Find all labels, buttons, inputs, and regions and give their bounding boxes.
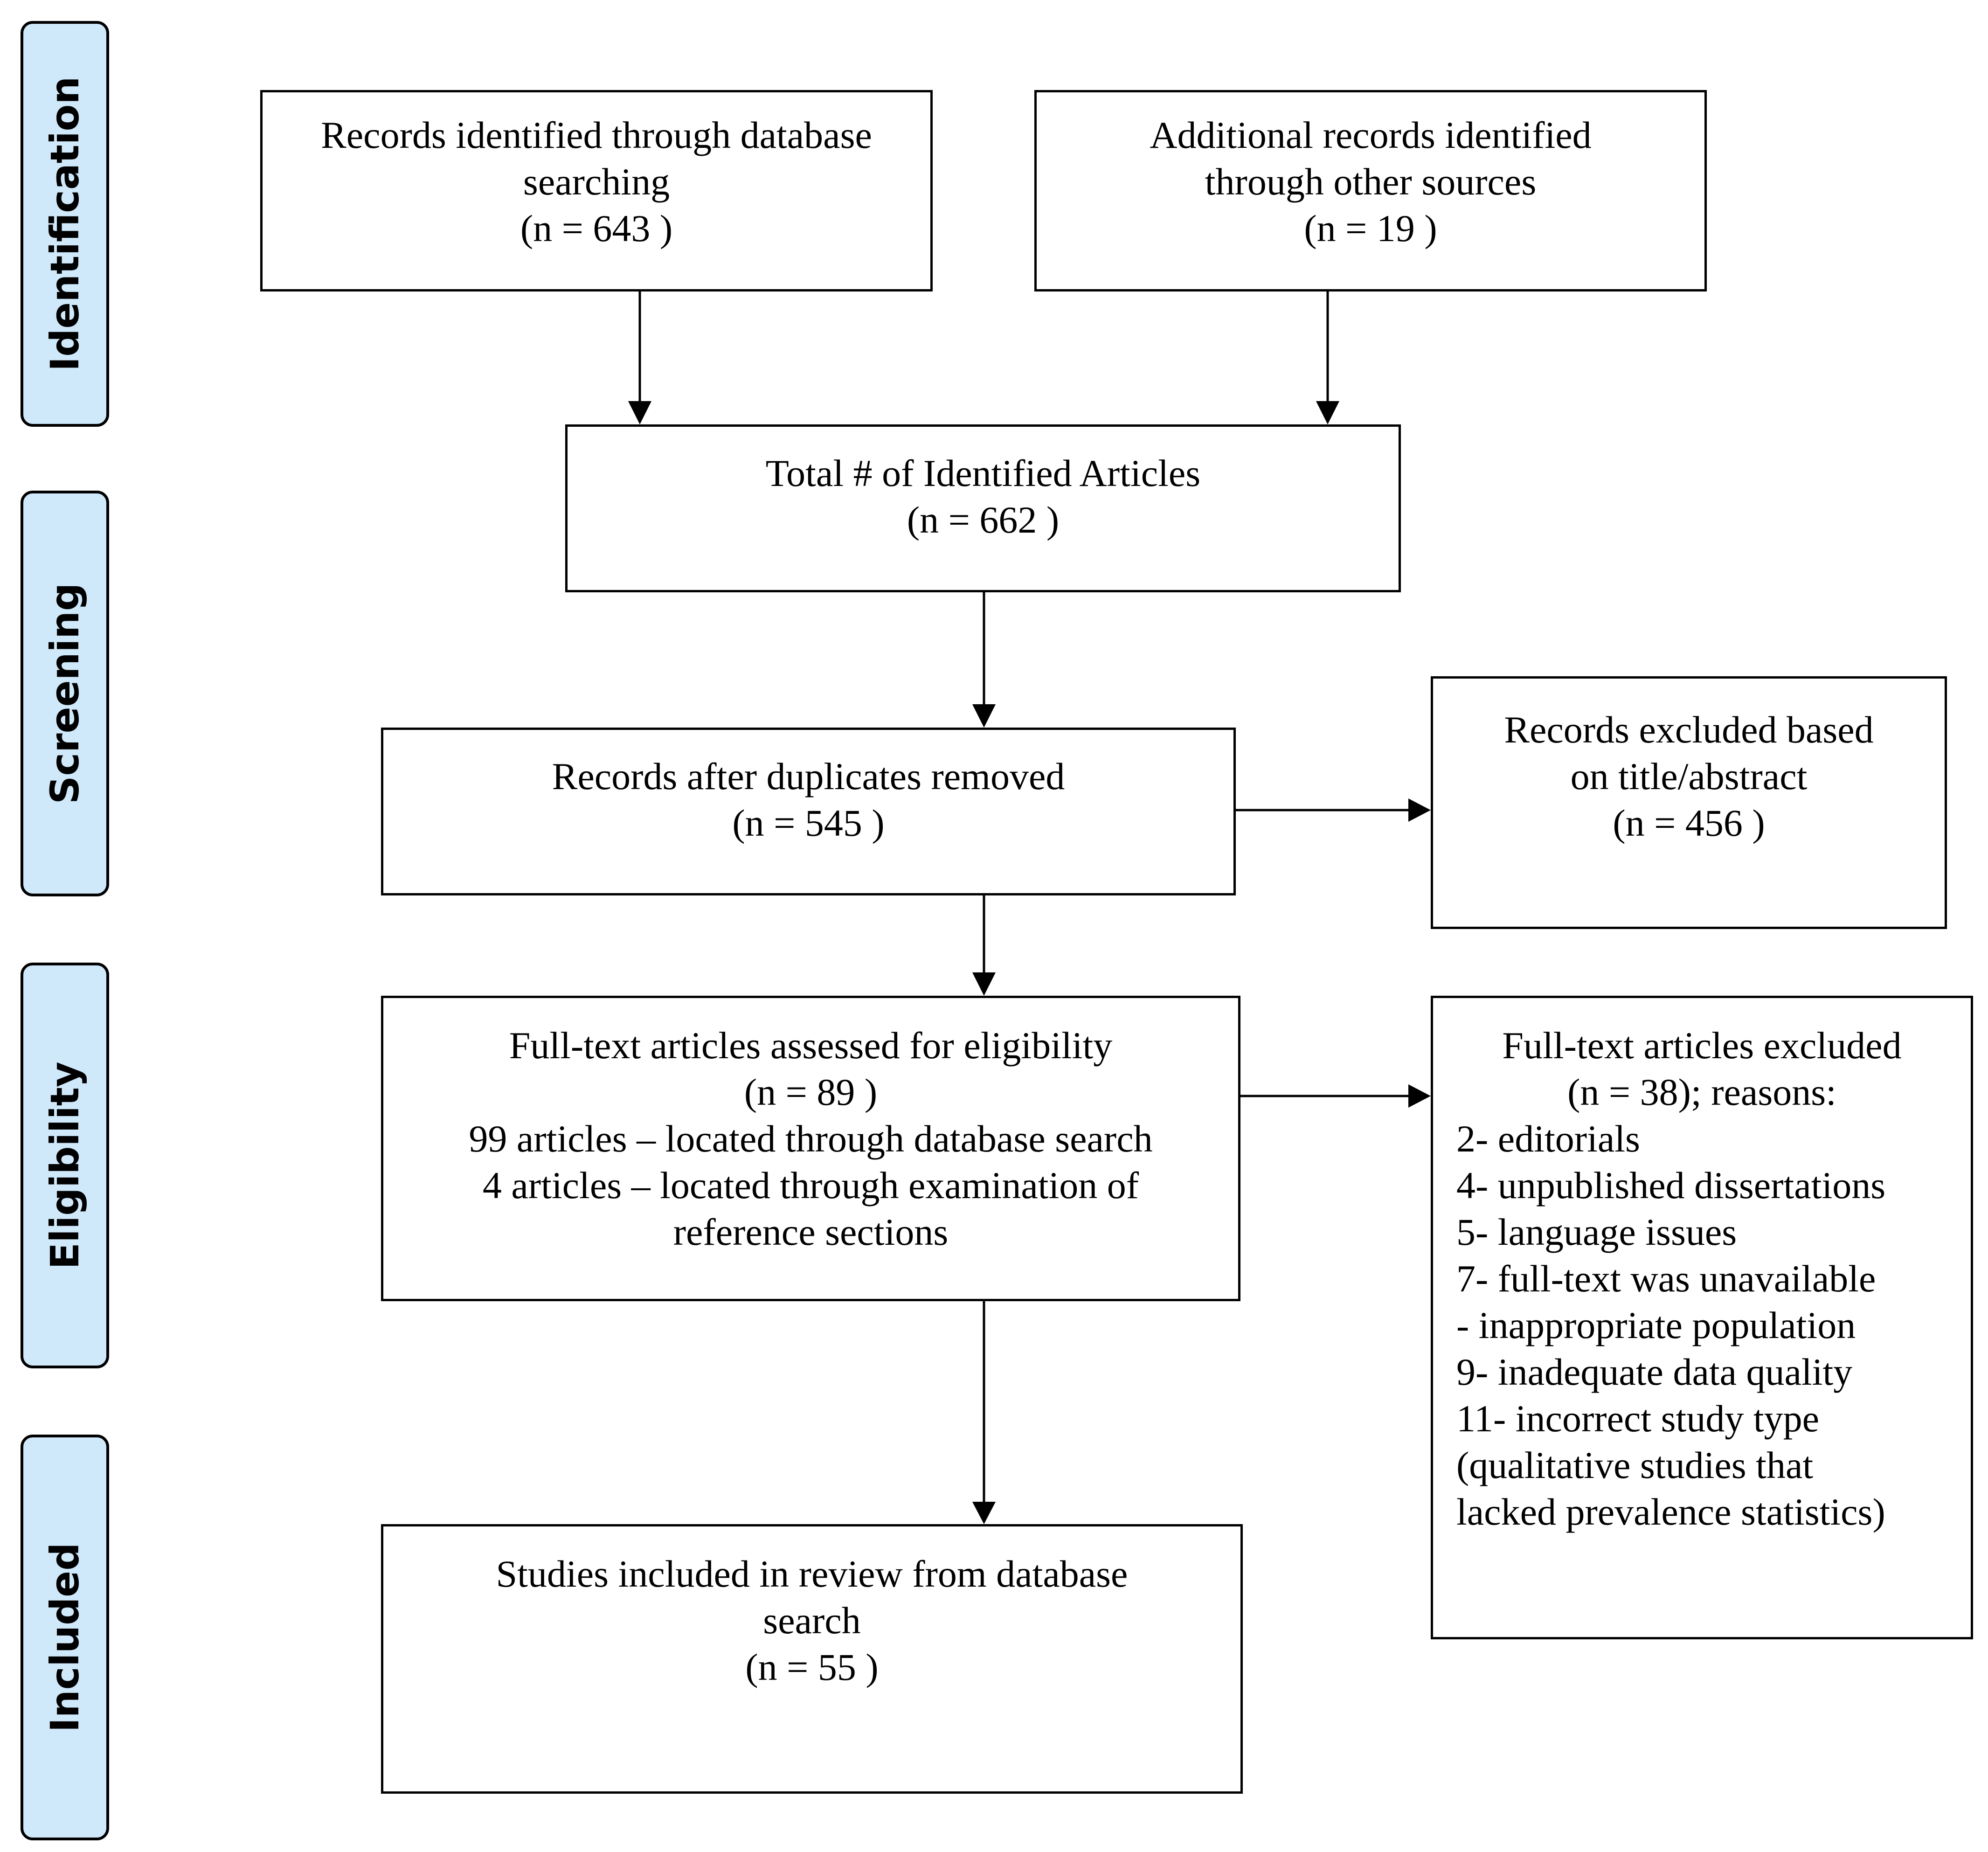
after-duplicates-box: Records after duplicates removed (n = 54… — [381, 728, 1236, 895]
box-line: Records excluded based — [1504, 708, 1874, 751]
exclusion-reason: (qualitative studies that — [1456, 1444, 1814, 1486]
database-records-box: Records identified through database sear… — [260, 90, 933, 291]
arrowhead-total-to-duplicates — [972, 704, 996, 728]
arrowhead-fulltext-to-excluded — [1408, 1084, 1431, 1108]
exclusion-reason: 2- editorials — [1456, 1117, 1640, 1160]
box-line: Additional records identified — [1150, 114, 1592, 156]
box-line: (n = 89 ) — [744, 1071, 878, 1113]
box-line: (n = 19 ) — [1304, 207, 1437, 250]
box-header-line: (n = 38); reasons: — [1567, 1071, 1836, 1113]
box-line: through other sources — [1205, 160, 1537, 203]
box-line: 99 articles – located through database s… — [469, 1117, 1153, 1160]
box-line: Studies included in review from database — [496, 1553, 1128, 1595]
excluded-title-abstract-box: Records excluded based on title/abstract… — [1431, 676, 1947, 929]
exclusion-reason: 4- unpublished dissertations — [1456, 1164, 1886, 1207]
box-line: Records identified through database — [321, 114, 872, 156]
box-line: (n = 55 ) — [745, 1646, 879, 1688]
box-line: Full-text articles assessed for eligibil… — [509, 1024, 1113, 1067]
arrowhead-fulltext-to-included — [972, 1502, 996, 1524]
box-line: Records after duplicates removed — [552, 755, 1065, 798]
stage-eligibility: Eligibility — [21, 963, 109, 1368]
exclusion-reason: 9- inadequate data quality — [1456, 1351, 1853, 1393]
fulltext-excluded-box: Full-text articles excluded (n = 38); re… — [1431, 996, 1973, 1639]
box-line: Total # of Identified Articles — [765, 452, 1201, 494]
arrowhead-duplicates-to-fulltext — [972, 972, 996, 996]
box-line: (n = 662 ) — [907, 499, 1060, 541]
exclusion-reason: 7- full-text was unavailable — [1456, 1257, 1876, 1300]
box-header-line: Full-text articles excluded — [1502, 1024, 1902, 1067]
exclusion-reason: lacked prevalence statistics) — [1456, 1491, 1885, 1533]
stage-screening: Screening — [21, 491, 109, 896]
exclusion-reason: - inappropriate population — [1456, 1304, 1856, 1346]
stage-included: Included — [21, 1435, 109, 1840]
total-identified-box: Total # of Identified Articles (n = 662 … — [565, 424, 1401, 592]
fulltext-assessed-box: Full-text articles assessed for eligibil… — [381, 996, 1240, 1301]
other-records-box: Additional records identified through ot… — [1034, 90, 1707, 291]
arrowhead-other-to-total — [1316, 401, 1339, 424]
included-studies-box: Studies included in review from database… — [381, 1524, 1243, 1794]
box-line: 4 articles – located through examination… — [482, 1164, 1139, 1207]
stage-identification: Identification — [21, 21, 109, 427]
exclusion-reason: 5- language issues — [1456, 1211, 1737, 1253]
box-line: on title/abstract — [1570, 755, 1808, 798]
box-line: (n = 545 ) — [732, 802, 885, 844]
box-line: (n = 643 ) — [520, 207, 673, 250]
arrowhead-duplicates-to-excluded — [1408, 798, 1431, 822]
exclusion-reason: 11- incorrect study type — [1456, 1397, 1819, 1440]
arrowhead-database-to-total — [628, 401, 651, 424]
box-line: search — [763, 1599, 861, 1642]
box-line: (n = 456 ) — [1613, 802, 1765, 844]
box-line: reference sections — [673, 1211, 949, 1253]
box-line: searching — [523, 160, 670, 203]
